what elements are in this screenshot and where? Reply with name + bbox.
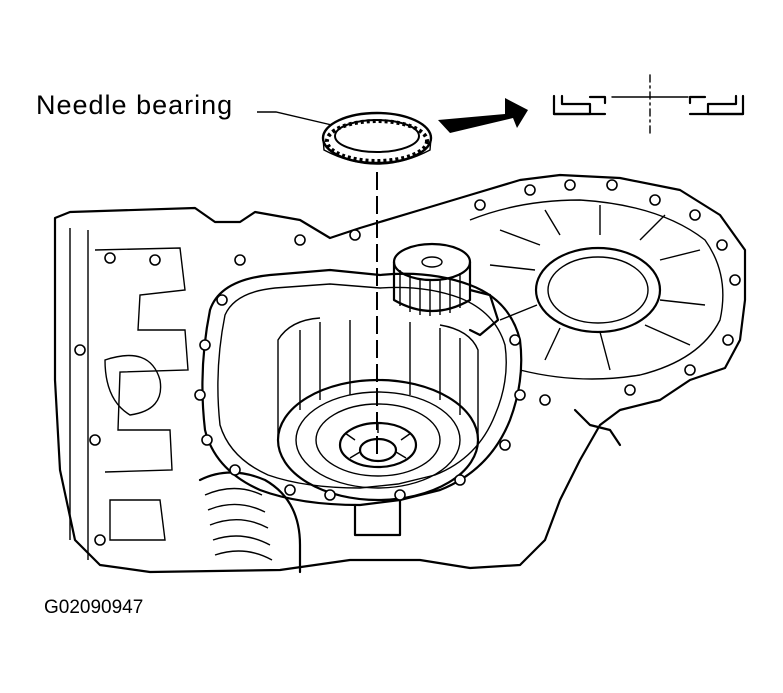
needle-bearing	[321, 111, 433, 165]
figure-code: G02090947	[44, 597, 144, 618]
flange-bolt-holes	[74, 179, 741, 546]
direction-arrow	[438, 98, 528, 133]
transaxle-housing	[53, 173, 747, 574]
needle-bearing-label: Needle bearing	[36, 90, 234, 120]
callout-leader-line	[257, 111, 337, 127]
bearing-cross-section	[552, 74, 745, 136]
